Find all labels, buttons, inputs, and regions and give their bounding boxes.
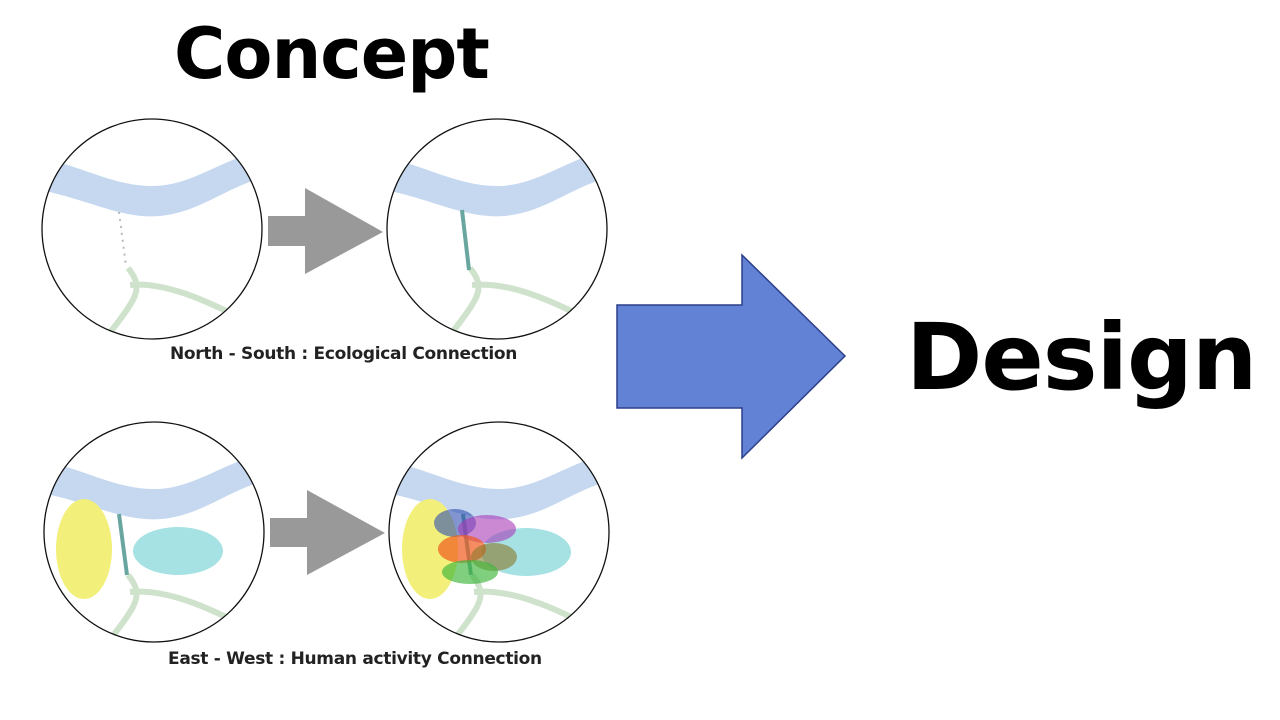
ns-before-circle (41, 118, 263, 340)
ecological-connector (460, 209, 471, 271)
concept-heading: Concept (174, 13, 490, 95)
green-path (441, 573, 484, 642)
ew-before-circle (43, 421, 265, 643)
small-arrow-bottom (270, 490, 385, 575)
ns-after-circle (386, 118, 608, 340)
yellow-activity-zone (56, 499, 112, 599)
river-shape (44, 453, 264, 520)
purple-overlap-zone (458, 515, 516, 543)
design-heading: Design (906, 304, 1257, 411)
dashed-gap-line (118, 211, 127, 267)
ecological-connector (117, 513, 129, 576)
green-path (439, 266, 482, 339)
small-arrow-top (268, 188, 383, 274)
north-south-caption: North - South : Ecological Connection (170, 344, 518, 364)
river-shape (42, 150, 262, 217)
ew-after-circle (388, 421, 610, 643)
green-path (471, 281, 607, 333)
cyan-activity-zone (133, 527, 223, 575)
river-shape (387, 150, 607, 217)
green-overlap-zone (442, 560, 498, 584)
big-arrow (616, 253, 847, 460)
green-path (97, 573, 140, 642)
river-shape (389, 453, 609, 520)
green-path (473, 588, 609, 640)
east-west-caption: East - West : Human activity Connection (168, 649, 542, 669)
green-path (129, 588, 264, 640)
